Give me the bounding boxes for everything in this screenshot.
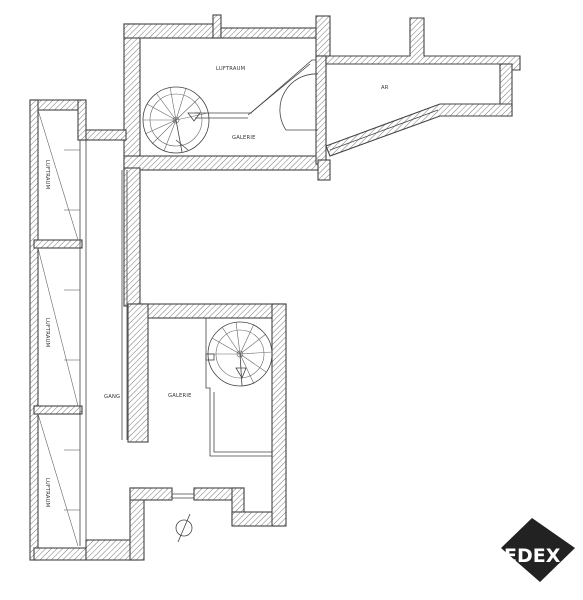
ar-corridor-walls (325, 17, 521, 157)
connector-walls (77, 129, 141, 307)
label-luftraum-left-2: LUFTRAUM (44, 318, 50, 347)
bottom-galerie-walls (127, 303, 287, 527)
label-galerie-bottom: GALERIE (168, 393, 192, 399)
top-room-walls (123, 14, 331, 181)
gang-walls (85, 170, 283, 561)
label-luftraum-top: LUFTRAUM (216, 66, 245, 72)
label-ar: AR (381, 85, 389, 91)
top-room-interior (195, 59, 319, 131)
spiral-stair-top (142, 86, 210, 154)
left-luftraum-walls (29, 99, 87, 561)
label-luftraum-left-1: LUFTRAUM (44, 160, 50, 189)
label-gang: GANG (104, 394, 120, 400)
edex-logo-mark (501, 518, 575, 582)
edex-logo: EDEX (501, 518, 575, 582)
label-luftraum-left-3: LUFTRAUM (44, 478, 50, 507)
edex-logo-text: EDEX (504, 545, 561, 567)
entrance-symbol (172, 493, 194, 543)
spiral-stair-bottom (205, 321, 273, 387)
label-galerie-top: GALERIE (232, 135, 256, 141)
